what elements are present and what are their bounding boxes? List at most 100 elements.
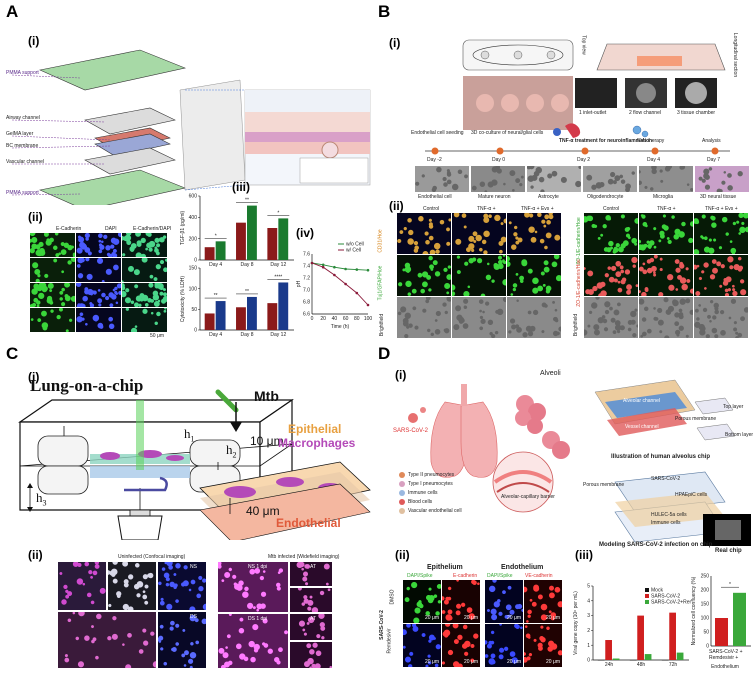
- d-chip-porous: Porous membrane: [675, 416, 717, 422]
- c-h3: h3: [36, 490, 47, 508]
- bar: [278, 282, 289, 330]
- panel-c-ii-label: (ii): [28, 548, 43, 562]
- panel-d-iii-label: (iii): [575, 548, 593, 562]
- x-tick-label: 72h: [669, 662, 678, 668]
- c-ii-tile-b: [108, 562, 156, 610]
- c-ii-tile-i: [218, 614, 288, 668]
- layer-pmma-top: PMMA support: [6, 70, 39, 76]
- legend-label: SARS-CoV-2: [651, 594, 680, 600]
- b-day-5: Day 7: [707, 157, 721, 163]
- b-ii-fluorescence-grid: [397, 213, 749, 340]
- a-ii-header-3: E-Cadherin/DAPI: [133, 226, 172, 232]
- c-h3-sub: 3: [42, 498, 47, 508]
- y-tick-label: 5: [587, 584, 590, 590]
- b-chamber-1: 1 inlet-outlet: [579, 110, 607, 116]
- panel-d-ii-label: (ii): [395, 548, 410, 562]
- data-point: [333, 273, 336, 277]
- sig-label: *: [729, 582, 731, 588]
- c-ii-tag: AT: [310, 564, 317, 570]
- d-legend-5: Vascular endothelial cell: [408, 508, 462, 514]
- b-chamber-3: 3 tissue chamber: [677, 110, 716, 116]
- bar: [247, 296, 257, 330]
- x-tick-label: Day 12: [270, 262, 286, 268]
- bar: [715, 618, 728, 646]
- y-tick-label: 200: [189, 236, 198, 242]
- y-tick-label: 7.4: [303, 264, 310, 270]
- sig-label: **: [245, 289, 249, 295]
- legend-label: SARS-CoV-2+Remdesivir: [651, 600, 691, 606]
- b-ii-left-r1-c0: [397, 255, 451, 296]
- data-point: [321, 263, 325, 267]
- b-day-2: Day 0: [492, 157, 506, 163]
- d-chip-bottom: Bottom layer: [725, 432, 754, 438]
- b-ii-row-3: Brightfield: [379, 313, 386, 337]
- panel-d: D (i): [375, 342, 756, 676]
- y-tick-label: 2: [587, 628, 590, 634]
- b-ii-right-r2-c2: [694, 297, 748, 338]
- b-cell-image-4: [639, 166, 693, 192]
- y-tick-label: 100: [189, 286, 198, 292]
- b-ii-left-r2-c1: [452, 297, 506, 338]
- panel-d-i-label: (i): [395, 368, 407, 382]
- d-ii-tile-0: 20 μm: [403, 580, 441, 623]
- c-ii-right-title: Mtb infected (Widefield imaging): [268, 554, 340, 560]
- d-ii-row-1: DMSO: [389, 589, 396, 605]
- c-ii-tile-h: [290, 588, 332, 612]
- c-h1-sub: 1: [190, 434, 195, 444]
- bar: [644, 654, 652, 660]
- c-title: Lung-on-a-chip: [30, 376, 144, 395]
- c-ii-tile-j: [290, 614, 332, 640]
- b-ii-row-1: CD31/Hoe: [377, 229, 384, 253]
- c-macrophages: Macrophages: [278, 436, 356, 450]
- y-tick-label: 150: [189, 266, 198, 272]
- d-ii-scale: 20 μm: [425, 615, 439, 621]
- y-tick-label: 100: [701, 616, 710, 622]
- sig-label: **: [245, 198, 249, 204]
- c-mtb-label: Mtb: [254, 388, 279, 404]
- c-ii-tile-f: [218, 562, 288, 612]
- bar: [612, 658, 620, 660]
- data-point: [344, 282, 347, 286]
- c-ii-tag: NS 1 dpi: [248, 564, 268, 570]
- y-tick-label: 0: [194, 258, 197, 264]
- b-cell-1: Endothelial cell: [418, 194, 452, 200]
- data-point: [355, 291, 359, 295]
- y-tick-label: 7.2: [303, 276, 310, 282]
- b-chip-diagram: [462, 39, 726, 130]
- a-ii-tile-r3-c2: [122, 308, 167, 332]
- b-ii-row-6: Brightfield: [573, 313, 580, 337]
- b-day-3: Day 2: [577, 157, 591, 163]
- c-h2-sub: 2: [232, 450, 237, 460]
- sig-label: ****: [274, 274, 282, 280]
- a-ii-scale: 50 μm: [150, 333, 164, 339]
- bar: [597, 660, 605, 661]
- d-ii-scale: 20 μm: [507, 615, 521, 621]
- y-tick-label: 50: [703, 630, 709, 636]
- x-tick-label: Day 8: [240, 332, 253, 338]
- b-step-3: TNF-α treatment for neuroinflammation: [559, 138, 653, 144]
- d-alveoli: Alveoli: [540, 370, 561, 377]
- d-model-2: SARS-CoV-2: [651, 476, 681, 482]
- d-ii-stain-4: VE-cadherin: [525, 573, 553, 579]
- bar: [676, 652, 684, 660]
- y-tick-label: 50: [191, 307, 197, 313]
- sig-label: *: [277, 210, 279, 216]
- data-point: [355, 268, 359, 271]
- panel-a: A (i) PMMA support Airway channel GelMA …: [0, 0, 372, 340]
- x-tick-label: 20: [320, 316, 326, 322]
- panel-a-iii-label: (iii): [232, 180, 250, 194]
- y-tick-label: 150: [701, 602, 710, 608]
- y-tick-label: 7.6: [303, 252, 310, 258]
- x-tick-label: 60: [343, 316, 349, 322]
- bar: [236, 307, 246, 330]
- d-ii-row-2: Remdesivir: [386, 628, 393, 654]
- layer-vascular: Vascular channel: [6, 159, 44, 165]
- d-ii-stain-1: DAPI/Spike: [407, 573, 433, 579]
- d-ii-scale: 20 μm: [507, 659, 521, 665]
- legend-label: w/o Cell: [346, 242, 364, 248]
- b-cell-3: Astrocyte: [538, 194, 559, 200]
- a-ii-tile-r0-c0: [30, 233, 75, 257]
- c-ii-tile-g: [290, 562, 332, 586]
